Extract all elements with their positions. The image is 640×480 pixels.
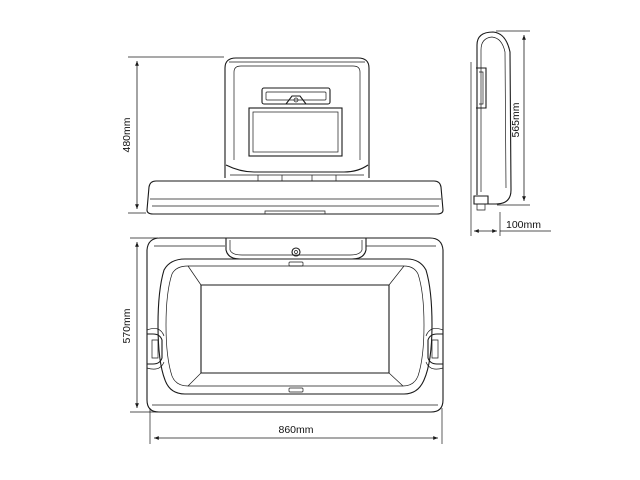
hinge-housing	[225, 238, 367, 267]
dimension-depth-side: 100mm	[470, 62, 551, 236]
dimension-label-height-side: 565mm	[510, 102, 522, 137]
strap-buckle-left	[146, 328, 165, 370]
dimension-label-depth-open: 570mm	[121, 308, 133, 343]
strap-buckle-right	[425, 328, 444, 370]
top-view-open	[146, 237, 444, 413]
dimension-width: 860mm	[149, 408, 443, 444]
dimension-label-height-front: 480mm	[121, 117, 133, 152]
dimension-depth-open: 570mm	[121, 237, 158, 413]
changing-basin	[157, 258, 433, 395]
front-view	[146, 57, 444, 215]
dimension-label-depth-side: 100mm	[506, 219, 541, 231]
wipe-holder-slot	[261, 87, 331, 105]
dimension-label-width: 860mm	[278, 424, 313, 436]
front-window	[248, 107, 343, 157]
dimension-height-front: 480mm	[121, 56, 224, 214]
dimension-height-side: 565mm	[496, 30, 530, 206]
wall-plate	[146, 180, 444, 215]
side-view	[473, 31, 512, 211]
